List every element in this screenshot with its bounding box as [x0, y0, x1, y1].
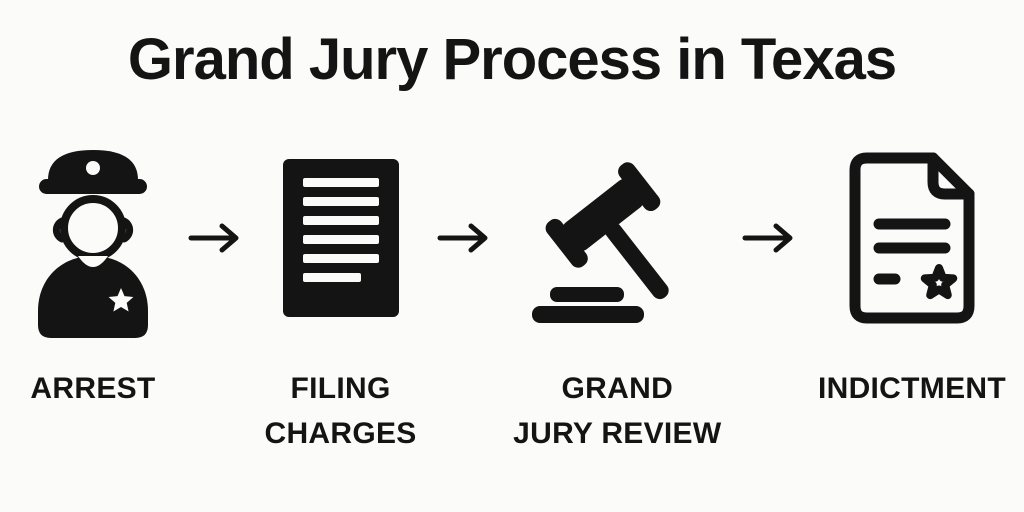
step-label-filing-charges: FILING CHARGES	[264, 372, 417, 450]
gavel-icon	[522, 135, 712, 340]
right-arrow-icon	[739, 135, 801, 340]
step-label-grand-jury-review: GRAND JURY REVIEW	[513, 372, 722, 450]
process-flow: ARREST FILING CHARGES	[0, 135, 1024, 456]
right-arrow-icon-svg	[437, 223, 488, 252]
step-label-arrest: ARREST	[30, 372, 156, 405]
charges-document-icon	[281, 135, 401, 340]
right-arrow-icon	[434, 135, 496, 340]
step-arrest: ARREST	[18, 135, 168, 411]
right-arrow-icon	[185, 135, 247, 340]
indictment-document-icon-svg	[849, 152, 975, 323]
step-filing-charges: FILING CHARGES	[265, 135, 417, 456]
page-title: Grand Jury Process in Texas	[127, 27, 897, 92]
gavel-icon-svg	[532, 161, 669, 323]
police-officer-icon	[18, 135, 168, 340]
step-label-indictment: INDICTMENT	[817, 372, 1006, 405]
step-grand-jury-review: GRAND JURY REVIEW	[513, 135, 721, 456]
right-arrow-icon-svg	[742, 223, 793, 252]
indictment-document-icon	[837, 135, 987, 340]
charges-document-icon-svg	[282, 158, 399, 317]
police-officer-icon-svg	[38, 149, 148, 338]
step-indictment: INDICTMENT	[818, 135, 1006, 411]
right-arrow-icon-svg	[188, 223, 239, 252]
